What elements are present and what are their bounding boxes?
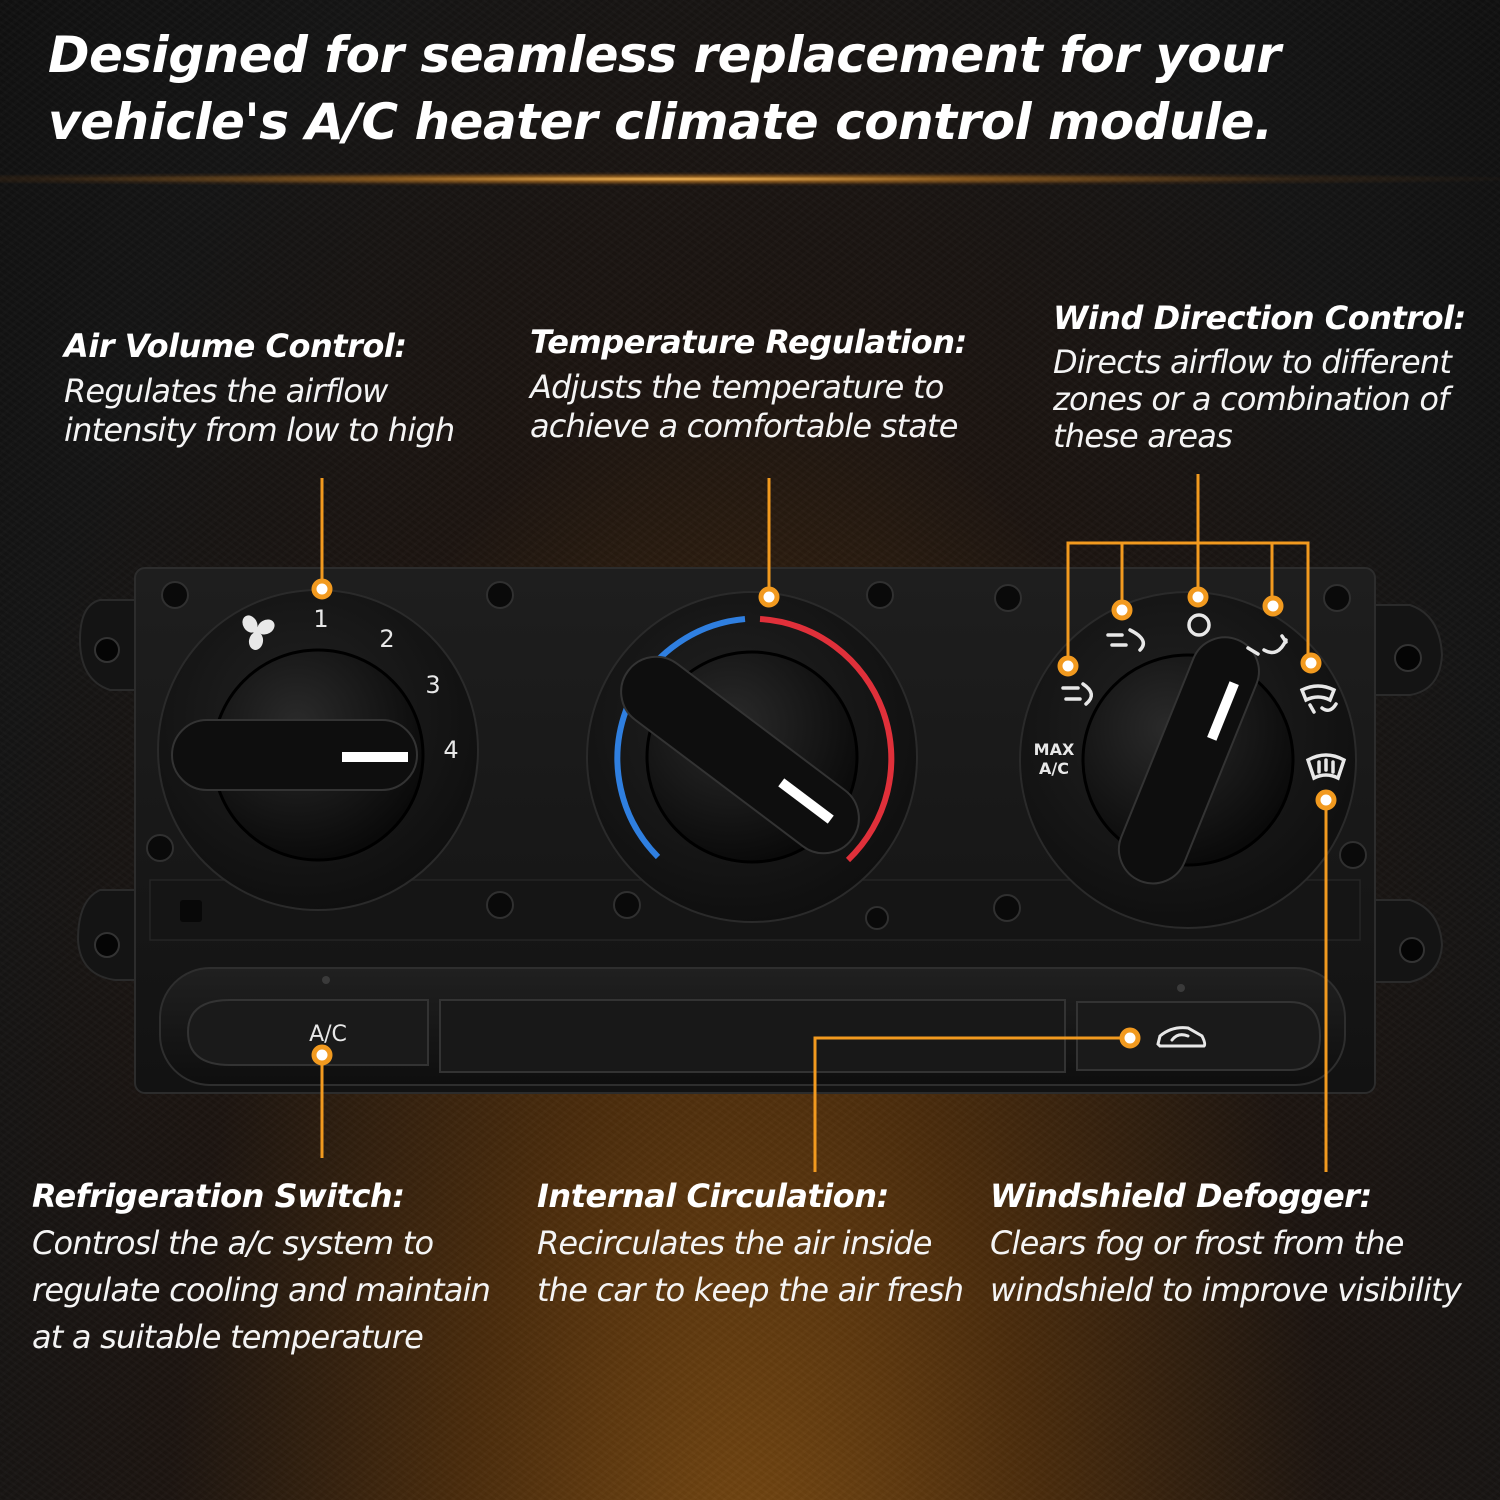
callout-dot-bilevel xyxy=(1057,655,1079,677)
fan-speed-3: 3 xyxy=(425,671,440,699)
defrost-floor-icon xyxy=(1299,684,1338,714)
callout-wind-direction: Wind Direction Control: Directs airflow … xyxy=(1053,298,1466,455)
callout-dot-face xyxy=(1111,599,1133,621)
callout-refrigeration-text: Controsl the a/c system to regulate cool… xyxy=(32,1224,491,1356)
callout-dot-recirculation xyxy=(1119,1027,1141,1049)
headline-glow-divider xyxy=(0,172,1500,186)
off-circle-icon xyxy=(1187,613,1211,637)
callout-dot-off xyxy=(1187,586,1209,608)
fan-speed-knob[interactable] xyxy=(157,589,479,911)
callout-wind-direction-title: Wind Direction Control: xyxy=(1053,299,1466,337)
recirculation-button[interactable] xyxy=(1076,1001,1322,1071)
center-blank-button[interactable] xyxy=(439,999,1066,1073)
fan-speed-4: 4 xyxy=(443,736,458,764)
callout-lines xyxy=(320,474,1328,1172)
callout-defogger: Windshield Defogger: Clears fog or frost… xyxy=(990,1176,1462,1314)
fan-speed-2: 2 xyxy=(379,625,394,653)
floor-vent-icon xyxy=(1246,634,1288,656)
callout-temperature: Temperature Regulation: Adjusts the temp… xyxy=(530,322,967,446)
callout-wind-direction-text: Directs airflow to different zones or a … xyxy=(1053,343,1452,455)
max-ac-label-2: A/C xyxy=(1039,759,1069,778)
callout-air-volume-title: Air Volume Control: xyxy=(64,327,407,365)
callout-temperature-text: Adjusts the temperature to achieve a com… xyxy=(530,368,958,445)
ac-button[interactable]: A/C xyxy=(186,999,429,1066)
temperature-knob[interactable] xyxy=(586,591,918,923)
callout-air-volume: Air Volume Control: Regulates the airflo… xyxy=(64,326,455,450)
callout-temperature-title: Temperature Regulation: xyxy=(530,323,967,361)
callout-internal-circulation-text: Recirculates the air inside the car to k… xyxy=(537,1224,964,1309)
callout-dot-floor xyxy=(1262,595,1284,617)
callout-internal-circulation: Internal Circulation: Recirculates the a… xyxy=(537,1176,964,1314)
callout-refrigeration: Refrigeration Switch: Controsl the a/c s… xyxy=(32,1176,491,1361)
airflow-mode-knob[interactable] xyxy=(1019,591,1357,929)
callout-dot-defrost-floor xyxy=(1300,652,1322,674)
hot-arc xyxy=(759,616,895,863)
windshield-defrost-icon xyxy=(1305,753,1347,781)
max-ac-label: MAX xyxy=(1034,740,1075,759)
headline: Designed for seamless replacement for yo… xyxy=(48,26,1281,151)
callout-air-volume-text: Regulates the airflow intensity from low… xyxy=(64,372,455,449)
callout-dot-air-volume xyxy=(311,578,333,600)
callout-dots xyxy=(311,578,1337,1066)
face-vent-icon-left xyxy=(1061,682,1093,706)
face-vent-icon xyxy=(1106,628,1146,652)
callout-dot-temperature xyxy=(758,586,780,608)
callout-defogger-title: Windshield Defogger: xyxy=(990,1177,1372,1215)
fan-icon xyxy=(242,615,275,650)
panel-screws xyxy=(146,581,1367,930)
callout-internal-circulation-title: Internal Circulation: xyxy=(537,1177,889,1215)
callout-dot-defrost xyxy=(1315,789,1337,811)
callout-defogger-text: Clears fog or frost from the windshield … xyxy=(990,1224,1462,1309)
ac-button-label: A/C xyxy=(309,1022,347,1047)
recirculation-car-icon xyxy=(1156,1026,1207,1048)
callout-dot-ac xyxy=(311,1044,333,1066)
fan-speed-1: 1 xyxy=(313,605,328,633)
callout-refrigeration-title: Refrigeration Switch: xyxy=(32,1177,405,1215)
